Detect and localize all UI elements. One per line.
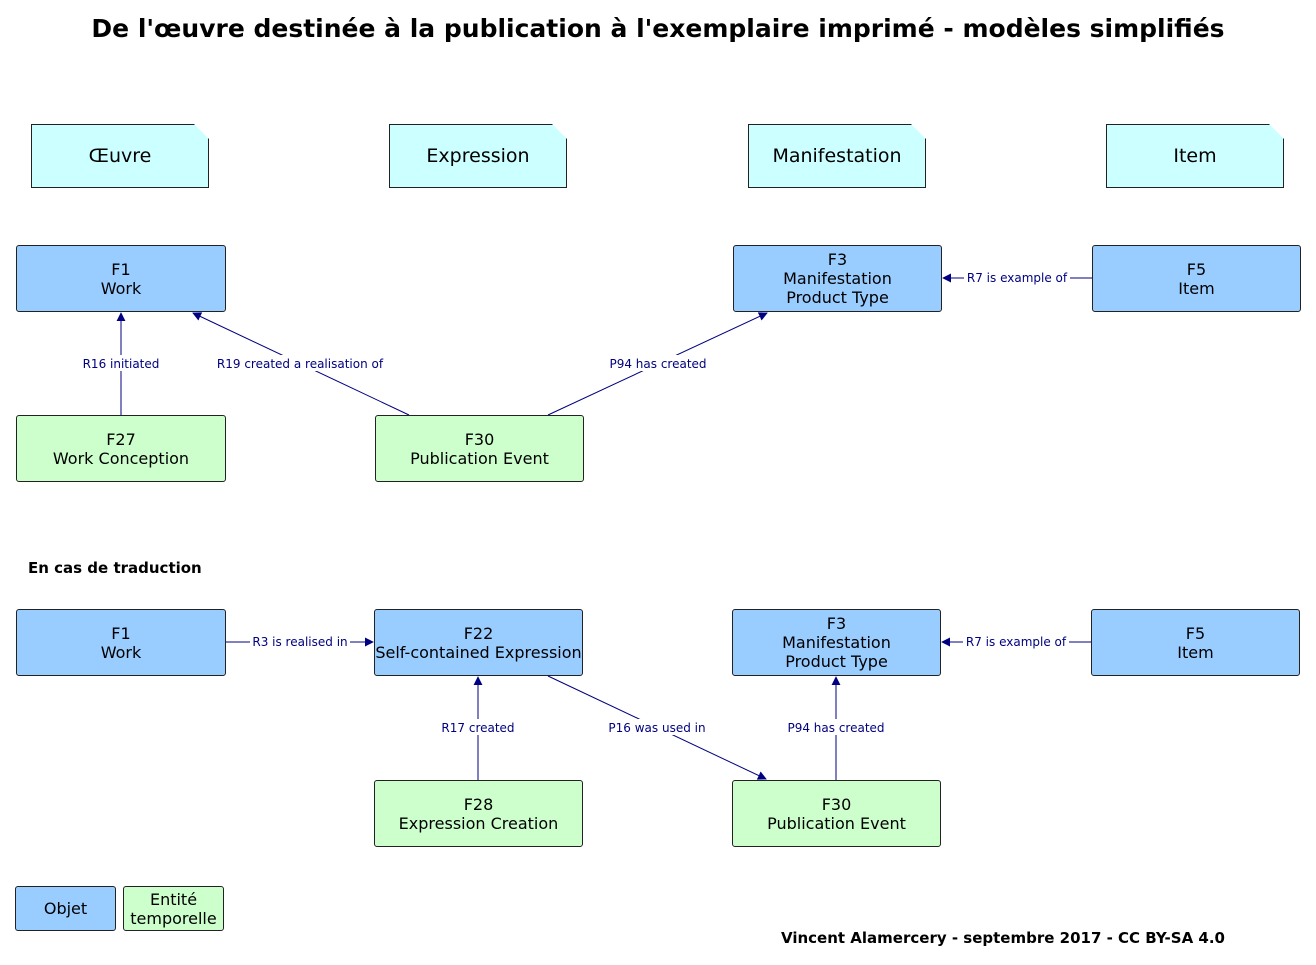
column-label: Item — [1173, 145, 1217, 167]
node-label: Item — [1177, 642, 1214, 662]
node-label: Product Type — [785, 652, 888, 671]
node-label: Work Conception — [52, 448, 190, 468]
node-code: F5 — [1186, 259, 1207, 279]
column-item: Item — [1106, 124, 1284, 188]
node-f5-item-translation: F5 Item — [1091, 609, 1300, 676]
edge-label-r17: R17 created — [441, 721, 514, 735]
node-code: F1 — [111, 259, 131, 279]
node-f27-work-conception: F27 Work Conception — [16, 415, 226, 482]
legend-label: Objet — [43, 899, 88, 918]
node-label: Expression Creation — [398, 813, 559, 833]
node-code: F1 — [111, 623, 131, 643]
column-manifestation: Manifestation — [748, 124, 926, 188]
node-f28-expression-creation: F28 Expression Creation — [374, 780, 583, 847]
node-label: Self-contained Expression — [375, 642, 582, 662]
translation-heading: En cas de traduction — [28, 559, 202, 577]
column-label: Manifestation — [772, 145, 902, 167]
legend-object: Objet — [15, 886, 116, 931]
node-label: Publication Event — [410, 448, 549, 468]
edge-label-p16: P16 was used in — [608, 721, 705, 735]
node-code: F28 — [463, 794, 494, 814]
node-code: F30 — [821, 794, 852, 814]
legend-label: temporelle — [130, 908, 217, 928]
node-code: F5 — [1185, 623, 1206, 643]
edge-label-r19: R19 created a realisation of — [217, 357, 384, 371]
node-code: F27 — [106, 429, 136, 449]
node-f3-manifestation-product-type: F3 Manifestation Product Type — [733, 245, 942, 312]
diagram-title: De l'œuvre destinée à la publication à l… — [91, 14, 1225, 43]
node-f1-work: F1 Work — [16, 245, 226, 312]
credit-line: Vincent Alamercery - septembre 2017 - CC… — [781, 929, 1225, 947]
node-f30-publication-event: F30 Publication Event — [375, 415, 584, 482]
node-f1-work-translation: F1 Work — [16, 609, 226, 676]
column-oeuvre: Œuvre — [31, 124, 209, 188]
node-f5-item: F5 Item — [1092, 245, 1301, 312]
node-label: Manifestation — [783, 269, 892, 288]
node-code: F22 — [463, 623, 494, 643]
node-code: F30 — [464, 429, 495, 449]
node-label: Work — [100, 278, 142, 298]
edge-label-r7-b: R7 is example of — [966, 635, 1067, 649]
node-code: F3 — [827, 250, 848, 269]
column-label: Expression — [426, 145, 530, 167]
column-expression: Expression — [389, 124, 567, 188]
node-f22-self-contained-expression: F22 Self-contained Expression — [374, 609, 583, 676]
edge-label-p94-b: P94 has created — [787, 721, 884, 735]
edge-label-r7: R7 is example of — [967, 271, 1068, 285]
column-label: Œuvre — [88, 145, 152, 167]
node-f30-publication-event-translation: F30 Publication Event — [732, 780, 941, 847]
edge-label-r3: R3 is realised in — [252, 635, 347, 649]
edge-label-p94: P94 has created — [609, 357, 706, 371]
node-label: Product Type — [786, 288, 889, 307]
node-label: Publication Event — [767, 813, 906, 833]
node-code: F3 — [826, 614, 847, 633]
node-label: Manifestation — [782, 633, 891, 652]
edge-label-r16: R16 initiated — [83, 357, 160, 371]
legend-label: Entité — [149, 889, 198, 909]
node-f3-manifestation-product-type-translation: F3 Manifestation Product Type — [732, 609, 941, 676]
node-label: Item — [1178, 278, 1215, 298]
legend-temporal-entity: Entité temporelle — [123, 886, 224, 931]
node-label: Work — [100, 642, 142, 662]
